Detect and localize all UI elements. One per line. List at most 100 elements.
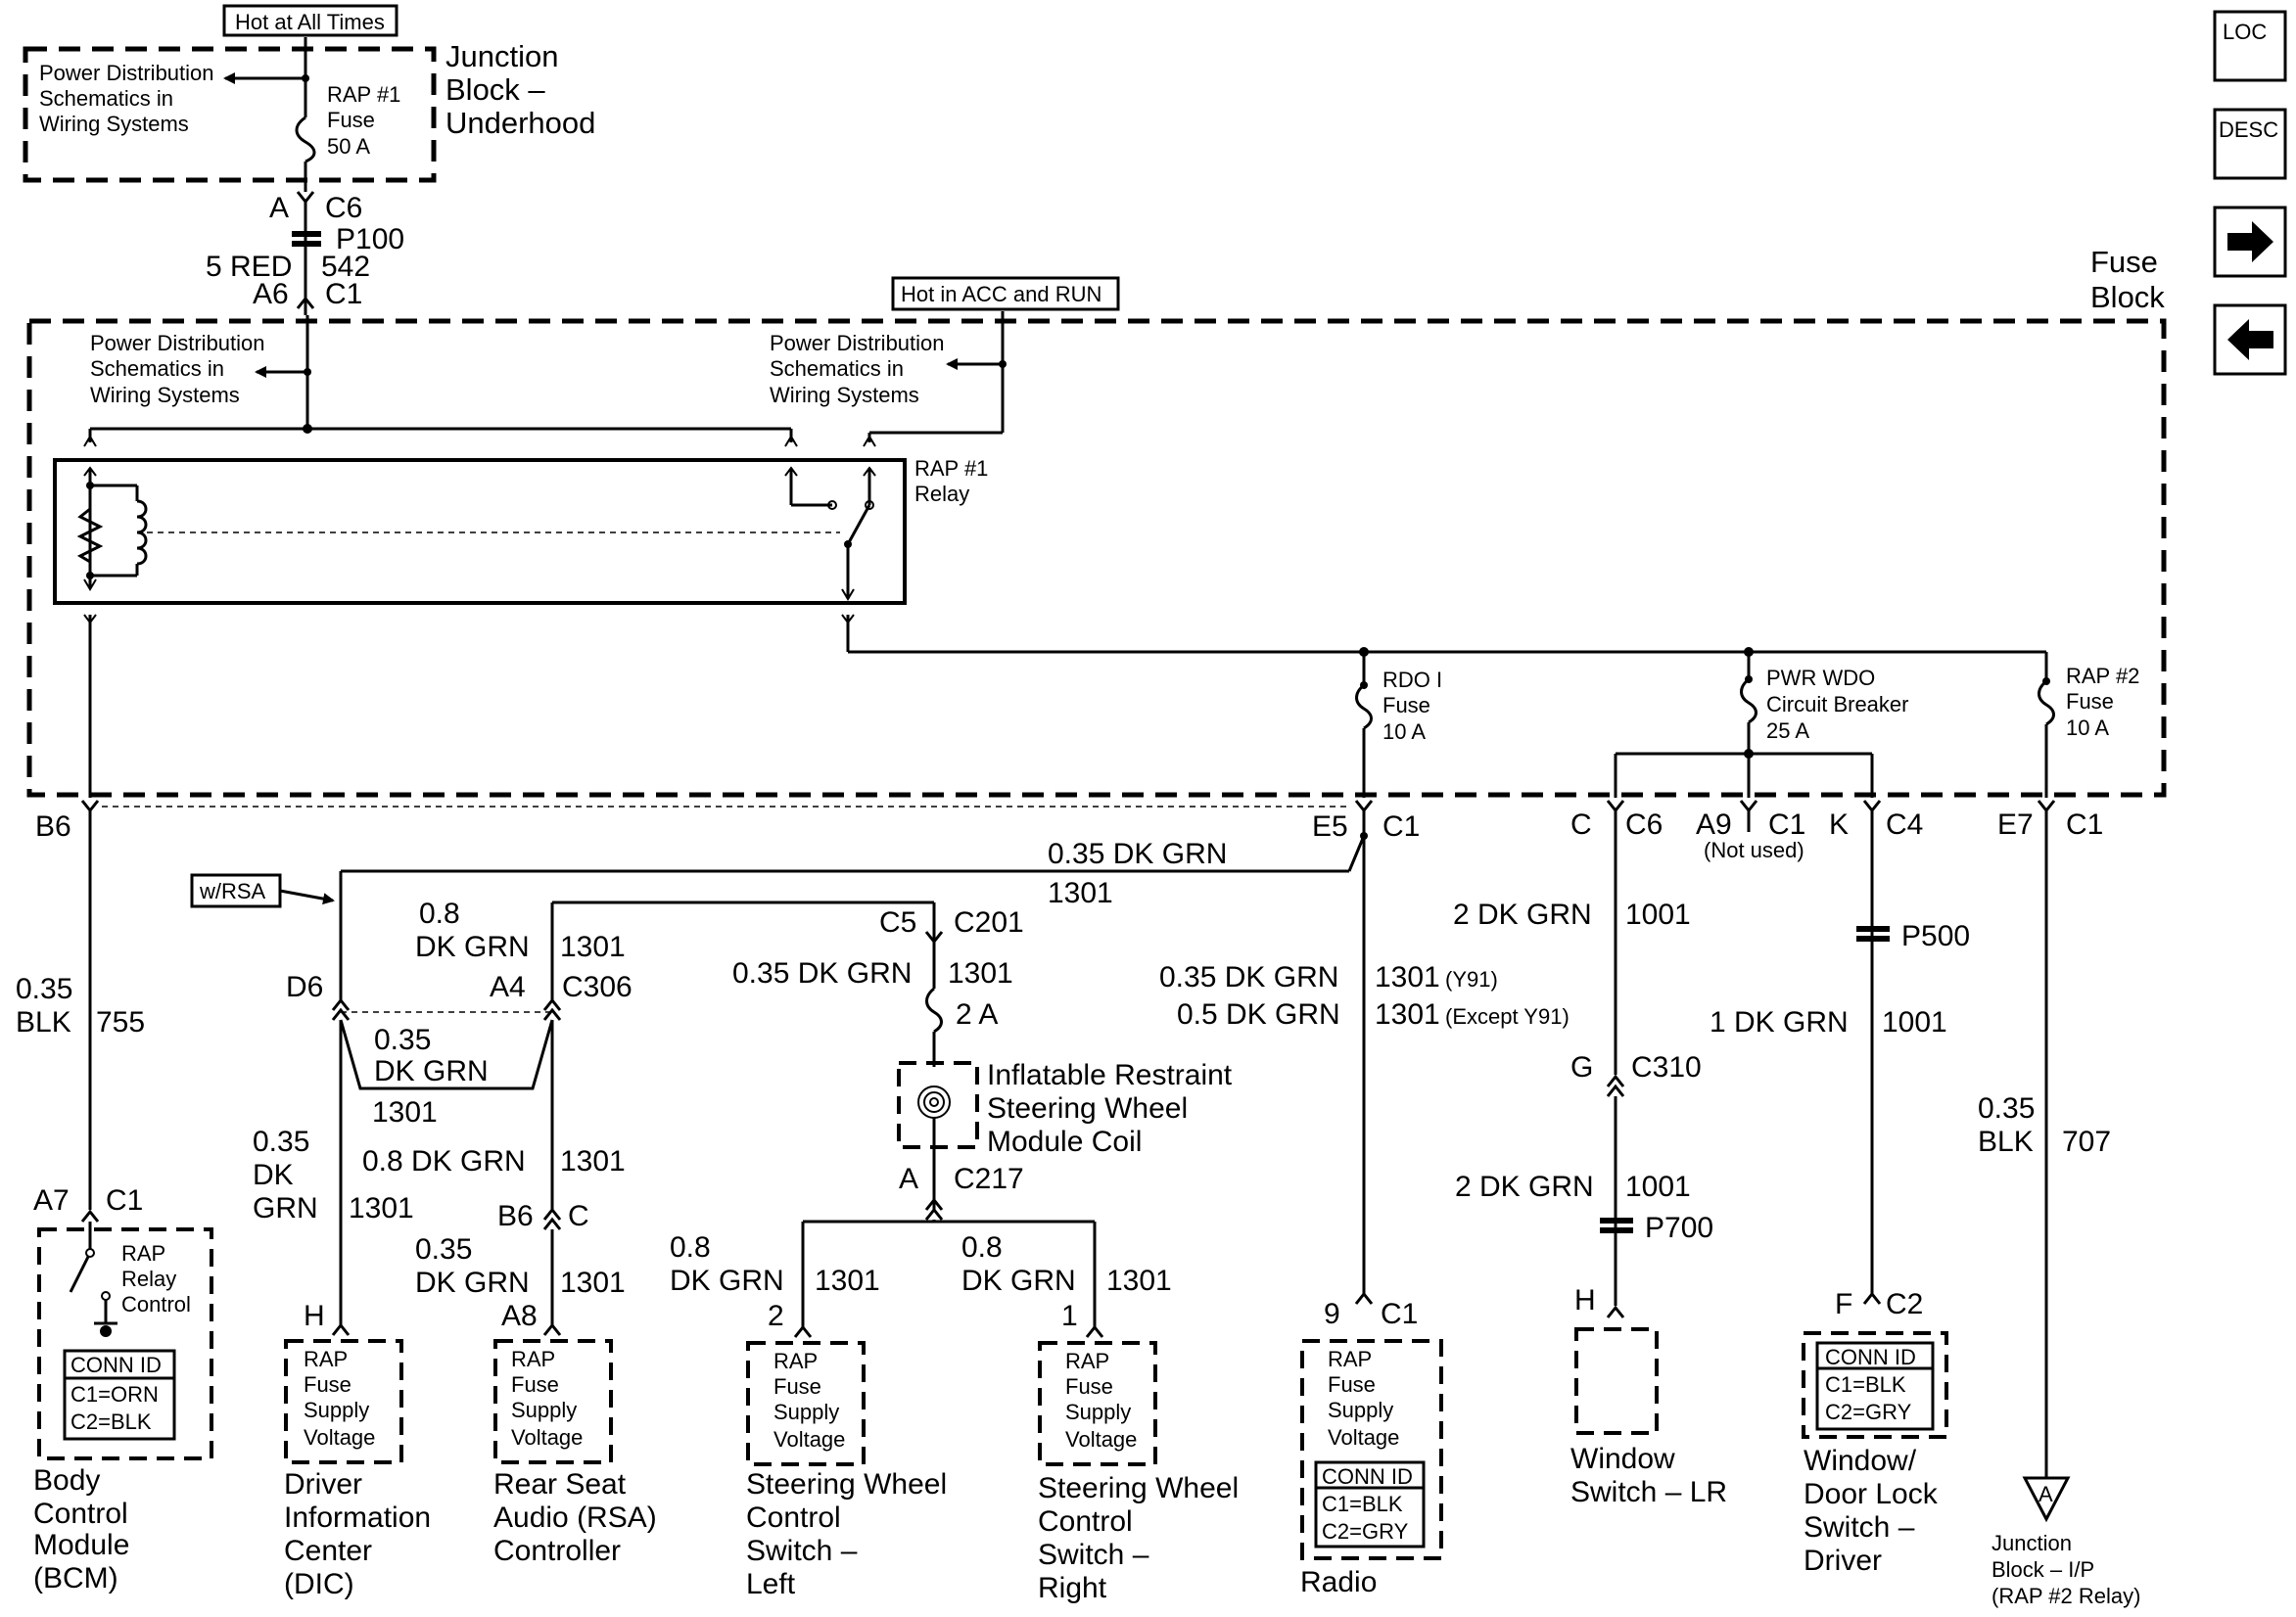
pin-a8: A8 [501, 1300, 538, 1332]
svg-text:Steering Wheel: Steering Wheel [1038, 1472, 1239, 1504]
relay-coil-symbol [136, 499, 148, 566]
svg-text:(RAP #2 Relay): (RAP #2 Relay) [1991, 1584, 2140, 1608]
pin-f: F [1835, 1288, 1852, 1320]
svg-text:Supply: Supply [1065, 1400, 1131, 1424]
dic-label: Driver Information Center (DIC) [284, 1468, 431, 1600]
svg-text:Center: Center [284, 1535, 372, 1567]
fuse-block-title: Fuse Block [2090, 245, 2165, 314]
splice-circuit: 1301 [372, 1096, 438, 1129]
driver-conn-id-box [1815, 1341, 1935, 1431]
driver-circuit: 1001 [1882, 1006, 1947, 1039]
bcm-label: Body Control Module (BCM) [33, 1464, 129, 1594]
rap2-fuse-label: RAP #2 Fuse 10 A [2066, 664, 2139, 740]
feed-pin-a6: A6 [253, 278, 289, 310]
p100-label: P100 [336, 223, 404, 255]
pwr-wdo-breaker-label: PWR WDO Circuit Breaker 25 A [1766, 666, 1908, 743]
svg-text:Control: Control [121, 1292, 191, 1317]
svg-text:Wiring Systems: Wiring Systems [770, 383, 919, 407]
p100-passthrough [292, 241, 321, 247]
loc-button[interactable]: LOC [2213, 10, 2287, 82]
lr-wire-2: 2 DK GRN [1455, 1171, 1594, 1203]
svg-text:DK GRN: DK GRN [415, 1267, 530, 1299]
pin-c5: C5 [879, 906, 916, 939]
svg-text:RAP: RAP [1328, 1347, 1372, 1371]
svg-text:Wiring Systems: Wiring Systems [90, 383, 240, 407]
rap2-wire-color: BLK [1978, 1126, 2034, 1158]
svg-text:Body: Body [33, 1464, 100, 1497]
previous-page-button[interactable] [2213, 303, 2287, 376]
dic-supply-label: RAP Fuse Supply Voltage [304, 1347, 375, 1450]
desc-button[interactable]: DESC [2213, 108, 2287, 180]
coil-spiral-icon [929, 1097, 939, 1107]
pin-a-c217: A [899, 1163, 918, 1195]
bcm-pin-a7: A7 [33, 1184, 70, 1217]
svg-text:Fuse: Fuse [327, 108, 375, 132]
svg-text:Schematics in: Schematics in [90, 356, 224, 381]
svg-text:Fuse: Fuse [2066, 689, 2114, 714]
swl-pin: 2 [768, 1300, 784, 1332]
conn-c201: C201 [954, 906, 1024, 939]
rap2-fuse-symbol [2038, 679, 2055, 726]
coil-wire: 0.35 DK GRN [732, 957, 912, 990]
svg-text:Right: Right [1038, 1572, 1107, 1604]
svg-text:RAP #2: RAP #2 [2066, 664, 2139, 688]
relay-resistor-symbol [76, 507, 104, 564]
desc-button-label: DESC [2219, 117, 2278, 142]
w-rsa-label: w/RSA [199, 879, 266, 903]
pin-g: G [1570, 1051, 1593, 1084]
pin-b6-rsa: B6 [497, 1200, 534, 1232]
window-door-lock-switch-driver-label: Window/ Door Lock Switch – Driver [1804, 1445, 1939, 1577]
relay-switch-contact [846, 504, 871, 545]
splice-wire-color: DK GRN [374, 1055, 489, 1087]
next-page-button[interactable] [2213, 206, 2287, 278]
rdo-top-circuit: 1301 [1048, 877, 1113, 909]
rap1-relay-label: RAP #1 Relay [914, 456, 988, 506]
conn-c306: C306 [562, 971, 633, 1003]
arrow-left-icon [2227, 319, 2273, 360]
rsa-supply-label: RAP Fuse Supply Voltage [511, 1347, 583, 1450]
rap1-relay [53, 458, 907, 605]
svg-text:RAP #1: RAP #1 [914, 456, 988, 481]
svg-text:Left: Left [746, 1568, 796, 1600]
svg-text:RAP: RAP [304, 1347, 348, 1371]
feed-conn-c6: C6 [325, 192, 362, 224]
coil-fuse-rating: 2 A [956, 998, 998, 1031]
svg-text:0.8: 0.8 [961, 1231, 1003, 1264]
inflatable-restraint-coil [897, 1061, 979, 1149]
svg-text:Fuse: Fuse [1328, 1372, 1376, 1397]
conn-c2: C2 [1886, 1288, 1923, 1320]
svg-text:RDO I: RDO I [1382, 668, 1442, 692]
svg-text:PWR WDO: PWR WDO [1766, 666, 1875, 690]
svg-text:Door Lock: Door Lock [1804, 1478, 1939, 1510]
swl-wire-label: 0.8 DK GRN [670, 1231, 784, 1297]
svg-text:Fuse: Fuse [773, 1374, 821, 1399]
svg-text:Junction: Junction [445, 39, 558, 73]
svg-text:RAP: RAP [1065, 1349, 1109, 1373]
svg-text:0.35: 0.35 [253, 1126, 309, 1158]
svg-text:Controller: Controller [493, 1535, 621, 1567]
svg-text:Information: Information [284, 1502, 431, 1534]
rear-seat-audio-controller [493, 1339, 613, 1464]
svg-text:Fuse: Fuse [2090, 245, 2158, 279]
svg-text:Block: Block [2090, 280, 2165, 314]
fuse-block-pds-left: Power Distribution Schematics in Wiring … [90, 331, 265, 407]
svg-text:Switch –: Switch – [1804, 1511, 1915, 1544]
svg-text:RAP: RAP [511, 1347, 555, 1371]
pin-k: K [1829, 808, 1849, 841]
svg-text:RAP: RAP [121, 1241, 165, 1266]
svg-text:Voltage: Voltage [511, 1425, 583, 1450]
svg-text:Fuse: Fuse [1382, 693, 1430, 717]
rap1-fuse-symbol [295, 116, 316, 163]
radio-note-except: (Except Y91) [1445, 1004, 1570, 1029]
svg-text:50 A: 50 A [327, 134, 370, 159]
driver-information-center [284, 1339, 403, 1464]
coil-fuse-symbol [925, 987, 943, 1034]
svg-text:Window/: Window/ [1804, 1445, 1917, 1477]
svg-text:Fuse: Fuse [1065, 1374, 1113, 1399]
p700-passthrough [1600, 1227, 1633, 1233]
rsa-wire-color: DK GRN [415, 931, 530, 963]
pin-h-dic: H [304, 1300, 325, 1332]
radio-conn-id-title: CONN ID [1322, 1464, 1413, 1489]
swr-label: Steering Wheel Control Switch – Right [1038, 1472, 1239, 1604]
swr-wire-label: 0.8 DK GRN [961, 1231, 1076, 1297]
